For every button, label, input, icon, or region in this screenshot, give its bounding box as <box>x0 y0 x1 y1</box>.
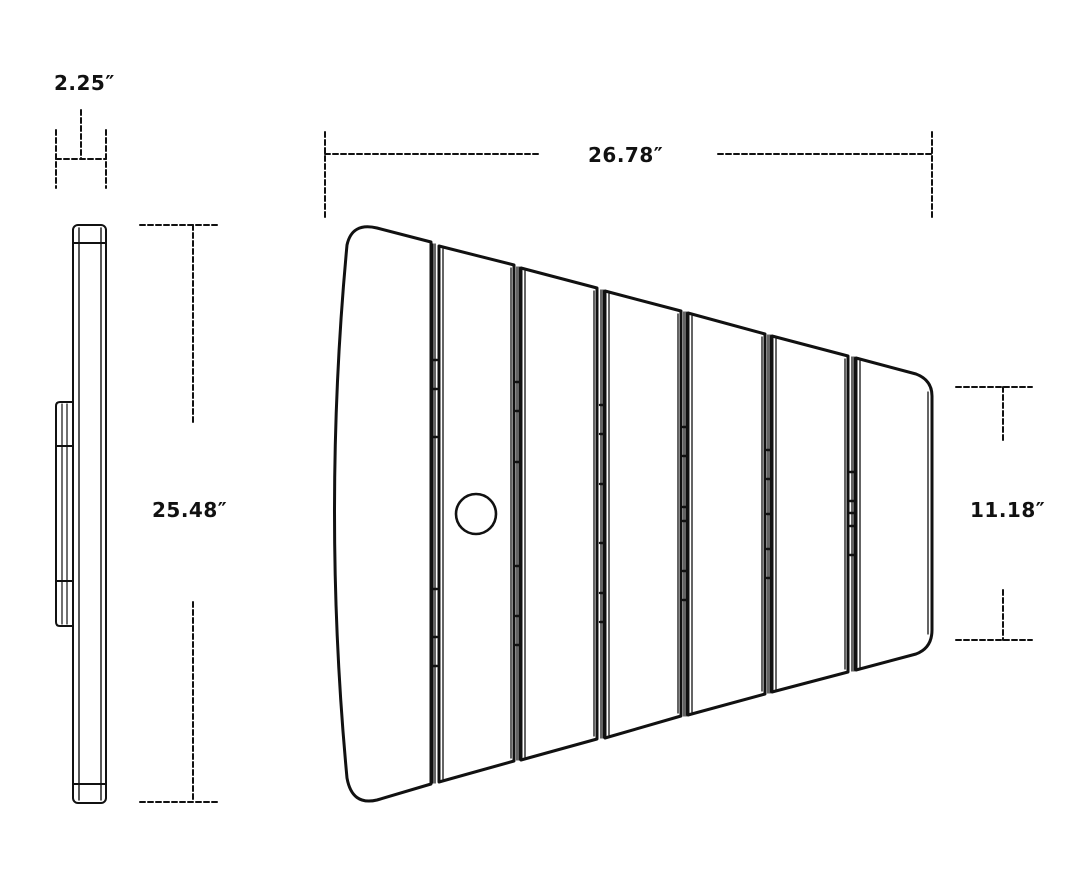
thickness-dimension-label: 2.25″ <box>54 71 115 95</box>
side-view <box>55 109 219 804</box>
slats <box>437 244 934 784</box>
narrow-end-dimension-lines <box>955 386 1033 641</box>
height-dimension-lines <box>139 224 219 803</box>
umbrella-hole <box>454 492 498 536</box>
top-view <box>324 131 1033 803</box>
narrow-end-dimension-label: 11.18″ <box>970 498 1046 522</box>
thickness-dimension-lines <box>55 109 107 189</box>
width-dimension-lines <box>324 131 933 219</box>
slat-1 <box>333 225 433 803</box>
screw-marks <box>431 358 856 668</box>
height-dimension-label: 25.48″ <box>152 498 228 522</box>
side-board <box>72 224 107 804</box>
width-dimension-label: 26.78″ <box>588 143 664 167</box>
side-cleat <box>55 401 74 627</box>
